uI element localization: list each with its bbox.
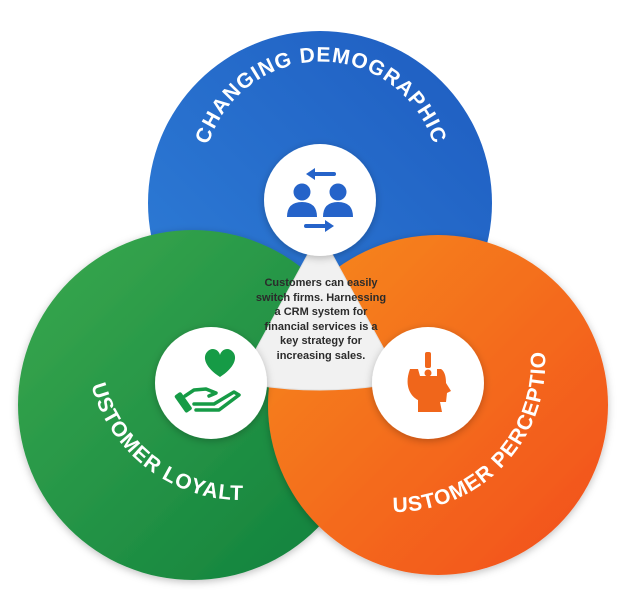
people-exchange-badge — [264, 144, 376, 256]
hand-heart-icon — [174, 348, 241, 413]
hand-heart-badge — [155, 327, 267, 439]
head-exclamation-badge — [372, 327, 484, 439]
people-exchange-icon — [287, 168, 353, 232]
center-description: Customers can easily switch firms. Harne… — [255, 277, 387, 362]
head-exclamation-icon — [407, 352, 451, 412]
